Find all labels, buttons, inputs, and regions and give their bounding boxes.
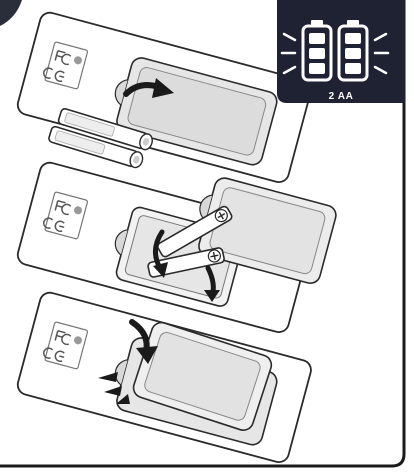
step-1-remote [16,10,314,184]
battery-badge [277,0,405,103]
battery-type-label: 2 AA [277,91,405,102]
corner-marker-icon [0,0,22,26]
